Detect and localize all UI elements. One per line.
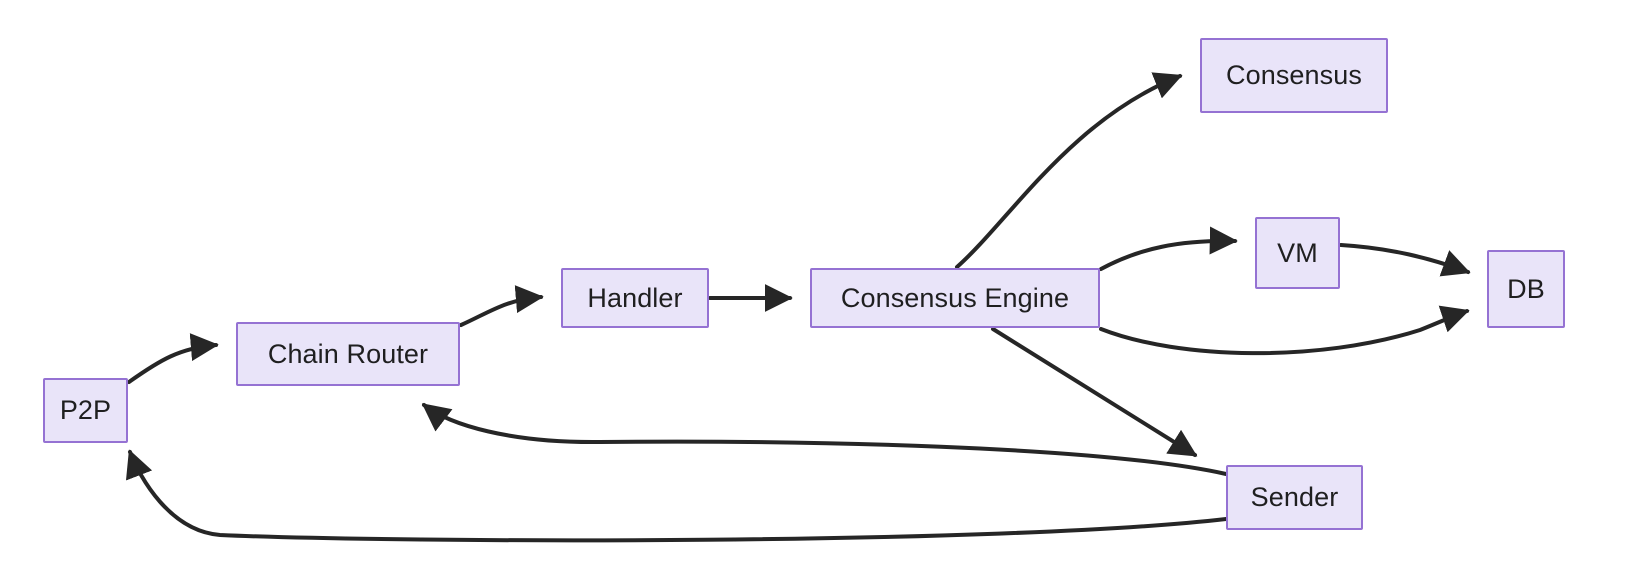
edge-p2p-router xyxy=(127,333,219,384)
node-consensus-label: Consensus xyxy=(1226,60,1362,90)
node-db-label: DB xyxy=(1507,273,1545,304)
node-chain-router-label: Chain Router xyxy=(267,338,429,369)
edge-engine-sender xyxy=(991,327,1198,457)
node-sender[interactable]: Sender xyxy=(1226,465,1363,530)
node-handler-label: Handler xyxy=(587,282,683,313)
edge-engine-vm xyxy=(1099,226,1238,271)
node-p2p[interactable]: P2P xyxy=(43,378,128,443)
node-db[interactable]: DB xyxy=(1487,250,1565,328)
edge-engine-consensus xyxy=(955,72,1183,269)
node-consensus[interactable]: Consensus xyxy=(1200,38,1388,113)
edge-router-handler xyxy=(459,285,544,327)
node-vm[interactable]: VM xyxy=(1255,217,1340,289)
edge-sender-router xyxy=(421,403,1228,476)
node-vm-label: VM xyxy=(1277,237,1318,268)
node-chain-router[interactable]: Chain Router xyxy=(236,322,460,386)
node-p2p-label: P2P xyxy=(59,395,112,425)
edge-vm-db xyxy=(1339,243,1471,277)
node-handler[interactable]: Handler xyxy=(561,268,709,328)
node-sender-label: Sender xyxy=(1250,482,1339,512)
node-consensus-engine-label: Consensus Engine xyxy=(840,282,1070,313)
edge-sender-p2p xyxy=(125,449,1228,543)
node-consensus-engine[interactable]: Consensus Engine xyxy=(810,268,1100,328)
edge-engine-db xyxy=(1099,305,1470,356)
